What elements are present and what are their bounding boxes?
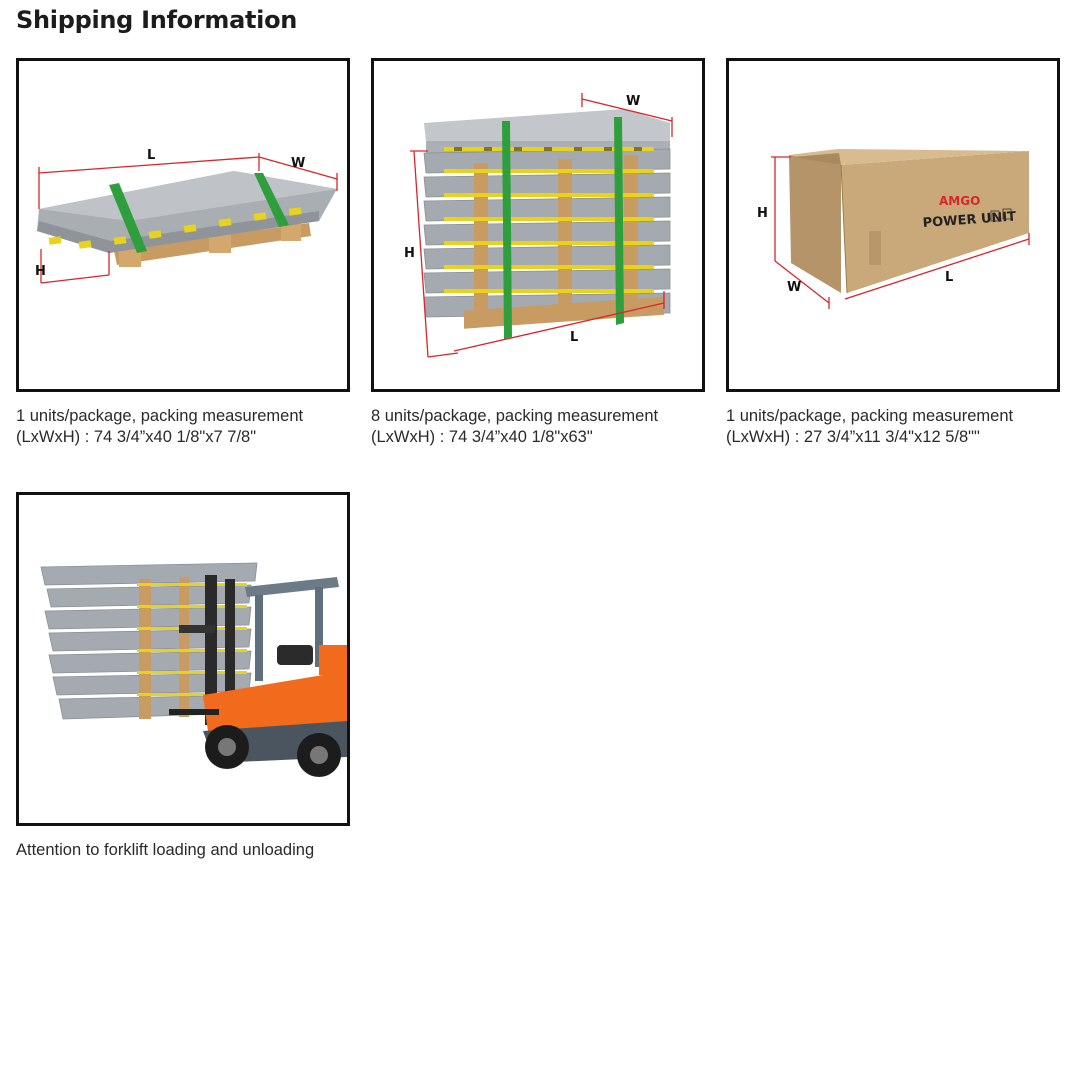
cardboard-box-illustration: AMGO POWER UNIT H W L [757, 149, 1030, 309]
package-image-frame [16, 492, 350, 826]
dimension-label-width: W [291, 156, 305, 171]
package-caption: 1 units/package, packing measurement (Lx… [16, 406, 356, 448]
package-caption-line2: (LxWxH) : 74 3/4”x40 1/8"x63" [371, 428, 593, 446]
box-product-label: POWER UNIT [922, 209, 1016, 230]
package-card-cardboard-box: AMGO POWER UNIT H W L 1 units/package, p… [726, 58, 1060, 448]
page-title: Shipping Information [16, 6, 298, 34]
dimension-label-height: H [35, 264, 46, 279]
package-card-forklift: Attention to forklift loading and unload… [16, 492, 350, 861]
package-caption: 1 units/package, packing measurement (Lx… [726, 406, 1066, 448]
package-caption-line2: (LxWxH) : 74 3/4”x40 1/8"x7 7/8" [16, 428, 257, 446]
dimension-label-length: L [147, 148, 155, 163]
forklift-illustration [40, 562, 347, 777]
package-image-frame: W H L [371, 58, 705, 392]
stacked-pallets-illustration: W H L [404, 93, 673, 358]
dimension-label-height: H [757, 206, 768, 221]
package-card-single-pallet: L W H 1 units/package, packing measureme… [16, 58, 350, 448]
package-caption-line1: 1 units/package, packing measurement [726, 407, 1014, 425]
dimension-label-length: L [570, 330, 578, 345]
package-card-stacked-pallets: W H L 8 units/package, packing measureme… [371, 58, 705, 448]
box-brand-logo: AMGO [939, 194, 980, 208]
package-image-frame: AMGO POWER UNIT H W L [726, 58, 1060, 392]
package-caption-line1: 8 units/package, packing measurement [371, 407, 659, 425]
package-image-frame: L W H [16, 58, 350, 392]
package-caption: 8 units/package, packing measurement (Lx… [371, 406, 711, 448]
single-pallet-illustration: L W H [35, 148, 338, 284]
dimension-label-height: H [404, 246, 415, 261]
dimension-label-width: W [787, 280, 801, 295]
dimension-label-length: L [945, 270, 953, 285]
dimension-label-width: W [626, 94, 640, 109]
package-caption: Attention to forklift loading and unload… [16, 841, 315, 859]
package-caption-line1: 1 units/package, packing measurement [16, 407, 304, 425]
package-caption-line2: (LxWxH) : 27 3/4”x11 3/4"x12 5/8"" [726, 428, 980, 446]
